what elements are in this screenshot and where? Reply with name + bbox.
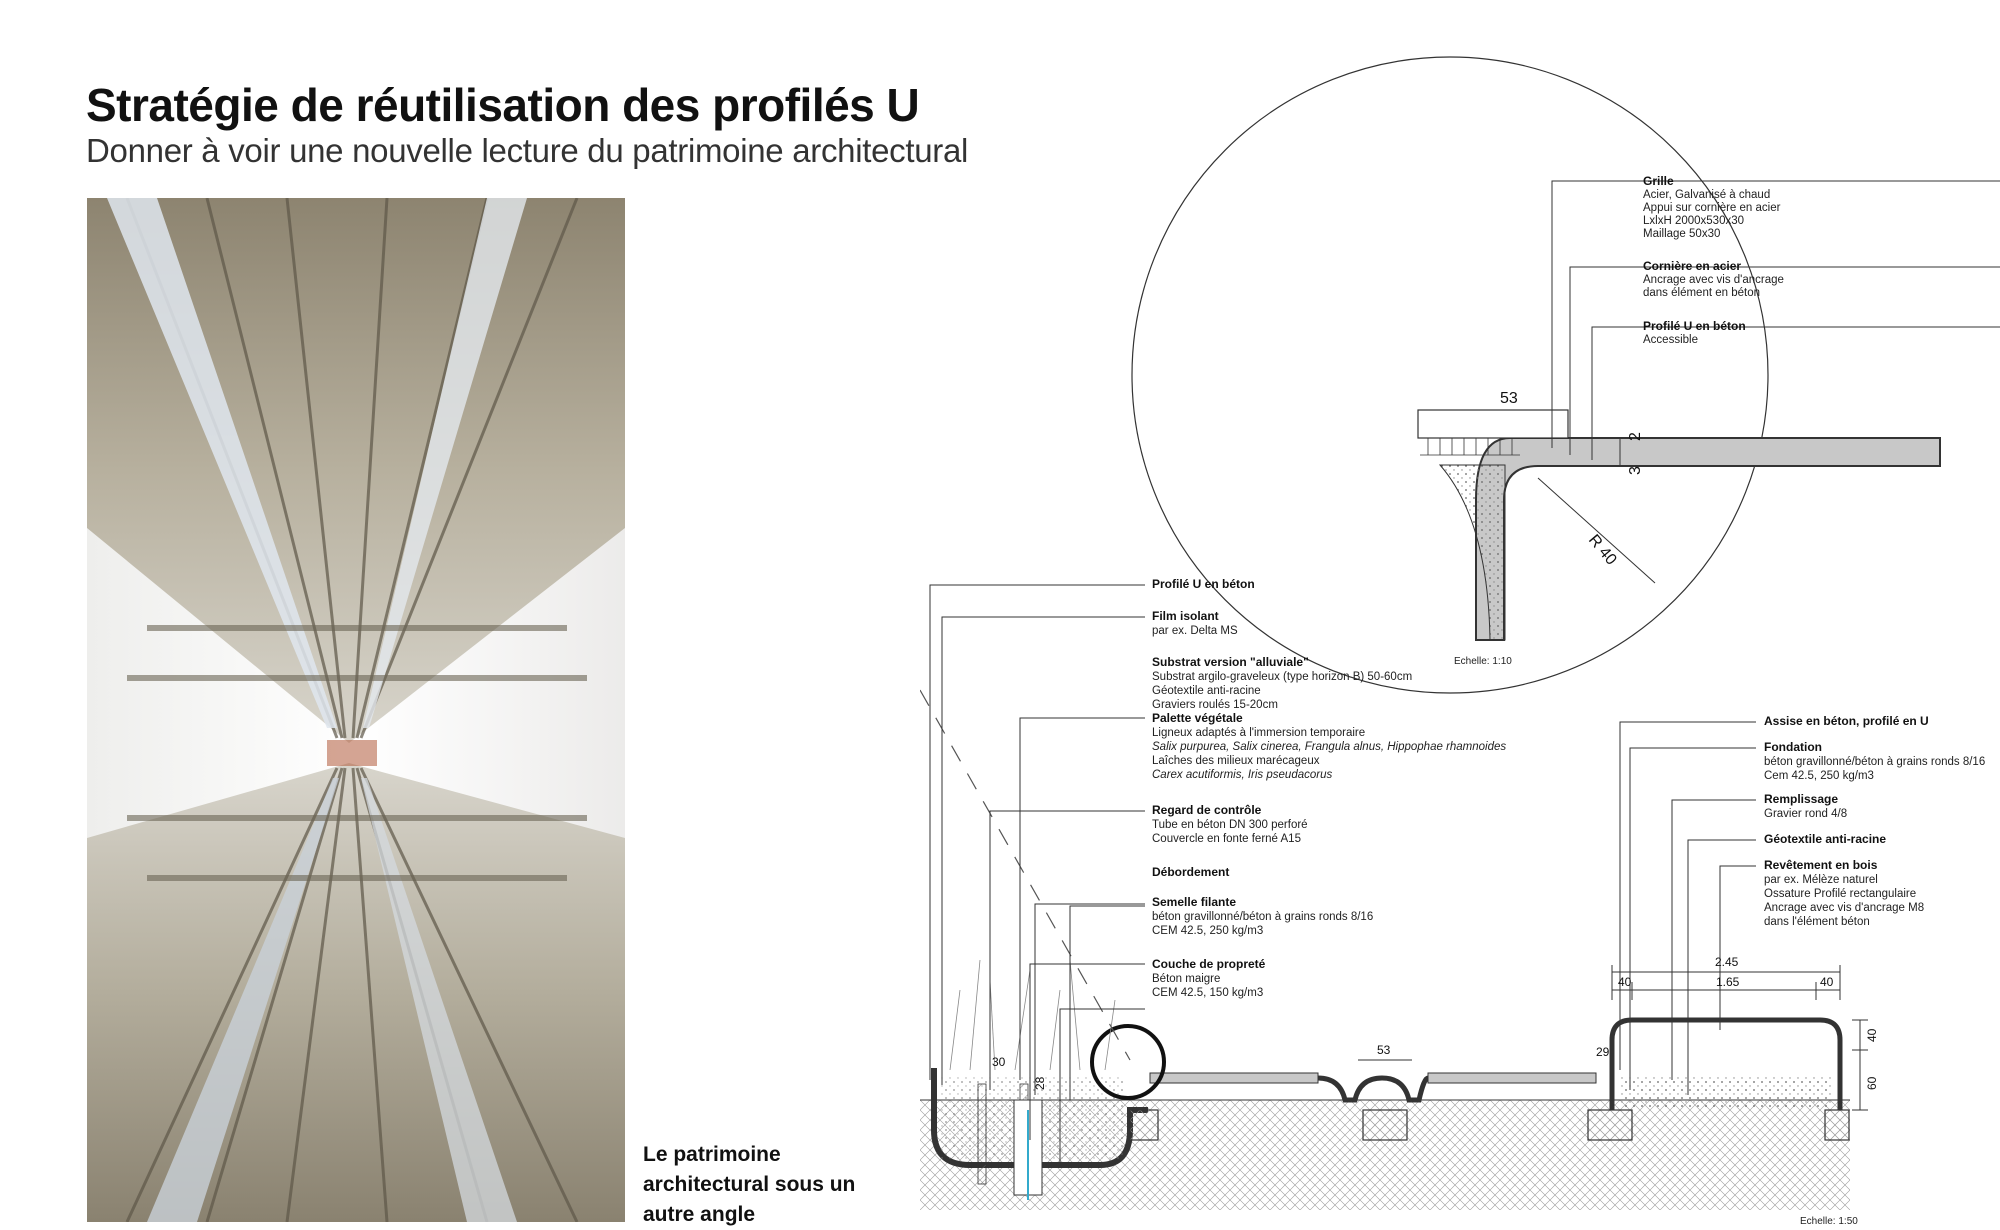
label-line: Carex acutiformis, Iris pseudacorus [1152, 769, 1332, 781]
label-revetement: Revêtement en bois [1764, 858, 1878, 872]
label-palette: Palette végétale [1152, 711, 1243, 725]
label-line: Cem 42.5, 250 kg/m3 [1764, 770, 1874, 782]
label-line: Béton maigre [1152, 973, 1220, 985]
label-semelle: Semelle filante [1152, 895, 1236, 909]
label-line: Appui sur cornière en acier [1643, 202, 1781, 214]
label-remplissage: Remplissage [1764, 792, 1838, 806]
label-regard: Regard de contrôle [1152, 803, 1262, 817]
dim-40b: 40 [1820, 975, 1834, 989]
label-line: Tube en béton DN 300 perforé [1152, 819, 1308, 831]
dim-28: 28 [1033, 1076, 1047, 1090]
label-profile-u-beton: Profilé U en béton [1152, 577, 1255, 591]
label-line: Laîches des milieux marécageux [1152, 755, 1320, 767]
dim-29: 29 [1596, 1045, 1610, 1059]
caption-line: Le patrimoine [643, 1143, 781, 1166]
label-debordement: Débordement [1152, 865, 1229, 879]
label-line: Accessible [1643, 334, 1698, 346]
label-geotextile: Géotextile anti-racine [1764, 832, 1886, 846]
dim-53-detail: 53 [1500, 390, 1518, 407]
page-title: Stratégie de réutilisation des profilés … [86, 79, 920, 131]
detail-labels: Grille Acier, Galvanisé à chaud Appui su… [1643, 174, 1784, 346]
label-assise: Assise en béton, profilé en U [1764, 714, 1929, 728]
label-line: par ex. Mélèze naturel [1764, 874, 1878, 886]
label-line: Couvercle en fonte ferné A15 [1152, 833, 1301, 845]
label-corniere: Cornière en acier [1643, 259, 1741, 273]
label-line: Ancrage avec vis d'ancrage [1643, 274, 1784, 286]
label-line: béton gravillonné/béton à grains ronds 8… [1764, 756, 1985, 768]
section-left-labels: Profilé U en béton Film isolant par ex. … [1152, 577, 1506, 999]
page-subtitle: Donner à voir une nouvelle lecture du pa… [86, 132, 969, 169]
architecture-photo [87, 198, 625, 1222]
section-scale: Echelle: 1:50 [1800, 1216, 1858, 1227]
label-line: Salix purpurea, Salix cinerea, Frangula … [1152, 741, 1506, 753]
label-line: LxlxH 2000x530x30 [1643, 215, 1744, 227]
label-line: Graviers roulés 15-20cm [1152, 699, 1278, 711]
label-fondation: Fondation [1764, 740, 1822, 754]
label-line: Substrat argilo-graveleux (type horizon … [1152, 671, 1412, 683]
label-line: CEM 42.5, 250 kg/m3 [1152, 925, 1263, 937]
label-line: CEM 42.5, 150 kg/m3 [1152, 987, 1263, 999]
photo-caption: Le patrimoine architectural sous un autr… [643, 1140, 893, 1230]
photo-illustration [87, 198, 625, 1222]
label-line: Ossature Profilé rectangulaire [1764, 888, 1916, 900]
dim-60: 60 [1865, 1076, 1879, 1090]
dim-30: 30 [992, 1055, 1006, 1069]
label-couche: Couche de propreté [1152, 957, 1266, 971]
label-line: béton gravillonné/béton à grains ronds 8… [1152, 911, 1373, 923]
dim-53-section: 53 [1377, 1043, 1391, 1057]
u-bench [1609, 1017, 1843, 1110]
label-substrat: Substrat version "alluviale" [1152, 655, 1309, 669]
detail-scale: Echelle: 1:10 [1454, 656, 1512, 667]
svg-text:Grille: Grille [1643, 174, 1674, 188]
label-line: dans l'élément béton [1764, 916, 1870, 928]
caption-line: architectural sous un [643, 1173, 856, 1196]
detail-circle: Grille Acier, Galvanisé à chaud Appui su… [1131, 56, 2000, 694]
label-line: Gravier rond 4/8 [1764, 808, 1847, 820]
dim-2-detail: 2 [1627, 432, 1644, 441]
label-profile-u: Profilé U en béton [1643, 319, 1746, 333]
label-line: Ancrage avec vis d'ancrage M8 [1764, 902, 1924, 914]
dim-40v: 40 [1865, 1028, 1879, 1042]
technical-drawing: Grille Acier, Galvanisé à chaud Appui su… [920, 56, 2000, 1227]
label-line: Maillage 50x30 [1643, 228, 1720, 240]
label-line: Ligneux adaptés à l'immersion temporaire [1152, 727, 1365, 739]
section-right-labels: Assise en béton, profilé en U Fondation … [1764, 714, 1985, 928]
label-line: Géotextile anti-racine [1152, 685, 1261, 697]
detail-marker [1090, 1024, 1166, 1100]
dim-3-detail: 3 [1627, 466, 1644, 475]
dim-165: 1.65 [1716, 975, 1740, 989]
detail-circle-outline [1131, 56, 1769, 694]
section-drawing: Profilé U en béton Film isolant par ex. … [920, 577, 1985, 1227]
label-line: Acier, Galvanisé à chaud [1643, 189, 1770, 201]
caption-line: autre angle [643, 1203, 756, 1226]
grille-detail [1417, 409, 1569, 439]
dim-40a: 40 [1618, 975, 1632, 989]
label-line: dans élément en béton [1643, 287, 1760, 299]
label-film-isolant: Film isolant [1152, 609, 1219, 623]
label-line: par ex. Delta MS [1152, 625, 1238, 637]
dim-245: 2.45 [1715, 955, 1739, 969]
label-grille: Grille [1643, 174, 1674, 188]
